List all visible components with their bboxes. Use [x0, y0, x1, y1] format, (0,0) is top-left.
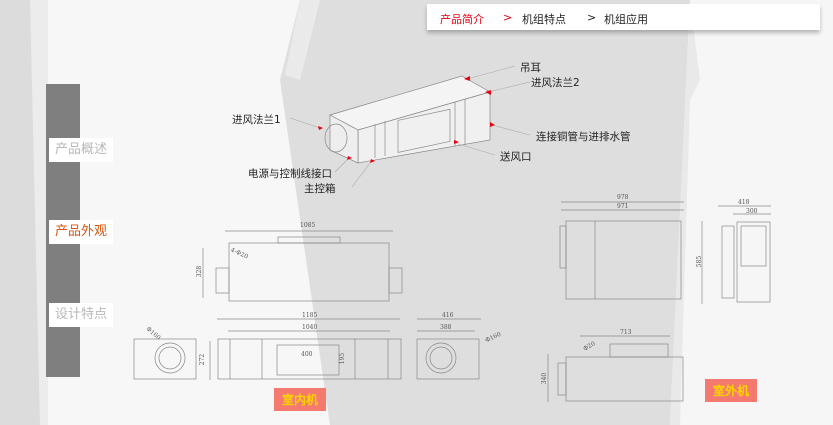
callout-hanger: 吊耳: [520, 62, 541, 74]
callout-pipe-connection: 连接铜管与进排水管: [536, 131, 631, 143]
nav-separator: >: [503, 11, 513, 24]
dim-indoor-height: 272: [199, 353, 207, 366]
callout-inlet-flange-1: 进风法兰1: [232, 114, 281, 126]
callout-arrows: [318, 76, 495, 163]
dim-outdoor-side-inner: 300: [746, 208, 758, 215]
dim-outdoor-side-width: 418: [738, 199, 750, 206]
dim-indoor-total-length: 1185: [302, 312, 318, 319]
callout-inlet-flange-2: 进风法兰2: [531, 77, 580, 89]
callout-supply-outlet: 送风口: [500, 151, 532, 163]
indoor-unit-tag: 室内机: [274, 388, 327, 411]
dim-indoor-top-height: 328: [196, 265, 204, 278]
nav-separator: >: [587, 11, 597, 24]
callout-power-interface: 电源与控制线接口: [248, 168, 332, 180]
dim-outdoor-bottom-width: 713: [620, 329, 632, 336]
nav-unit-features[interactable]: 机组特点: [522, 13, 566, 26]
dim-indoor-side-inner: 388: [440, 324, 452, 331]
dim-outdoor-width-1: 978: [617, 194, 629, 201]
dim-indoor-outlet-width: 400: [301, 351, 313, 358]
sidebar-item-overview[interactable]: 产品概述: [49, 138, 114, 162]
callout-control-box: 主控箱: [304, 183, 336, 195]
dim-outdoor-width-2: 971: [617, 203, 629, 210]
indoor-unit-isometric: [324, 75, 491, 164]
top-breadcrumb-nav: 产品简介 > 机组特点 > 机组应用: [427, 4, 820, 30]
dim-indoor-outlet-height: 195: [339, 352, 347, 365]
nav-unit-applications[interactable]: 机组应用: [604, 13, 648, 26]
dim-indoor-inner-length: 1040: [302, 324, 318, 331]
dim-outdoor-height: 585: [696, 255, 704, 268]
nav-product-intro[interactable]: 产品简介: [440, 13, 484, 26]
dim-indoor-top-width: 1085: [300, 222, 316, 229]
dim-indoor-side-width: 416: [442, 312, 454, 319]
sidebar-item-appearance[interactable]: 产品外观: [49, 220, 114, 244]
sidebar-item-design[interactable]: 设计特点: [49, 303, 114, 327]
dim-outdoor-bottom-height: 340: [541, 372, 549, 385]
outdoor-unit-tag: 室外机: [705, 379, 758, 402]
